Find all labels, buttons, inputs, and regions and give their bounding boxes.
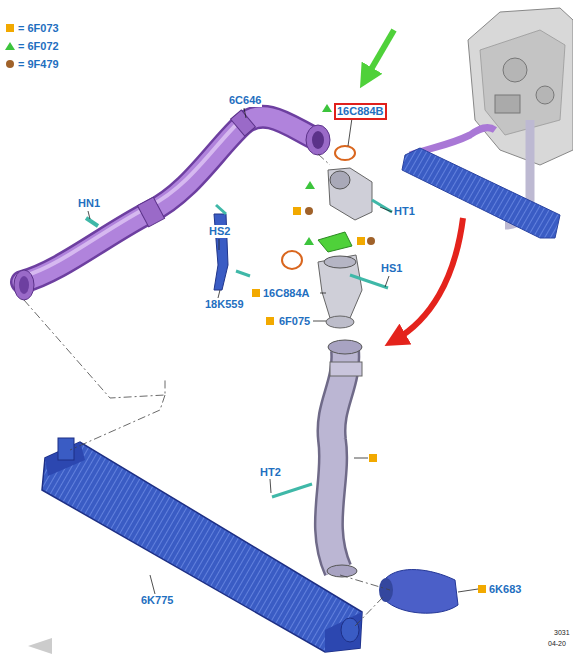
part-number: HT1 xyxy=(393,205,416,218)
legend-entry: = 9F479 xyxy=(5,58,59,70)
assembly-line xyxy=(24,154,390,626)
legend-entry: = 6F073 xyxy=(5,22,59,34)
legend-swatch xyxy=(5,59,15,69)
legend-entry: = 6F072 xyxy=(5,40,59,52)
part-number: 18K559 xyxy=(204,298,245,311)
bracket xyxy=(86,205,250,290)
part-number: HT2 xyxy=(259,466,282,479)
legend-swatch xyxy=(5,23,15,33)
intake-pipe xyxy=(14,110,330,300)
part-number: 6K683 xyxy=(488,583,522,596)
part-number: 6K775 xyxy=(140,594,174,607)
drawing-code: 3031 xyxy=(553,628,571,637)
leader-line xyxy=(88,108,478,594)
engine-thumbnail xyxy=(402,8,573,238)
legend-text: = 6F073 xyxy=(18,22,59,34)
part-number: 6F075 xyxy=(278,315,311,328)
lower-pipe xyxy=(272,340,458,613)
callout-box: 16C884B xyxy=(334,103,387,120)
legend-swatch xyxy=(5,42,15,50)
legend-text: = 6F072 xyxy=(18,40,59,52)
legend-text: = 9F479 xyxy=(18,58,59,70)
part-number: HS1 xyxy=(380,262,403,275)
part-number: 16C884A xyxy=(262,287,310,300)
part-number: HS2 xyxy=(208,225,231,238)
drawing-code: 04-20 xyxy=(547,639,567,648)
pointer-arrow xyxy=(395,218,463,340)
legend-swatch xyxy=(6,24,14,32)
part-number: HN1 xyxy=(77,197,101,210)
part-number: 16C884B xyxy=(337,105,384,118)
intercooler xyxy=(42,438,362,652)
throttle-body xyxy=(282,146,392,328)
fastener-marker xyxy=(252,104,486,593)
corner-mark xyxy=(28,638,52,654)
pointer-arrow xyxy=(366,30,394,78)
legend-swatch xyxy=(6,60,14,68)
part-number: 6C646 xyxy=(228,94,262,107)
legend-swatch xyxy=(5,41,15,51)
